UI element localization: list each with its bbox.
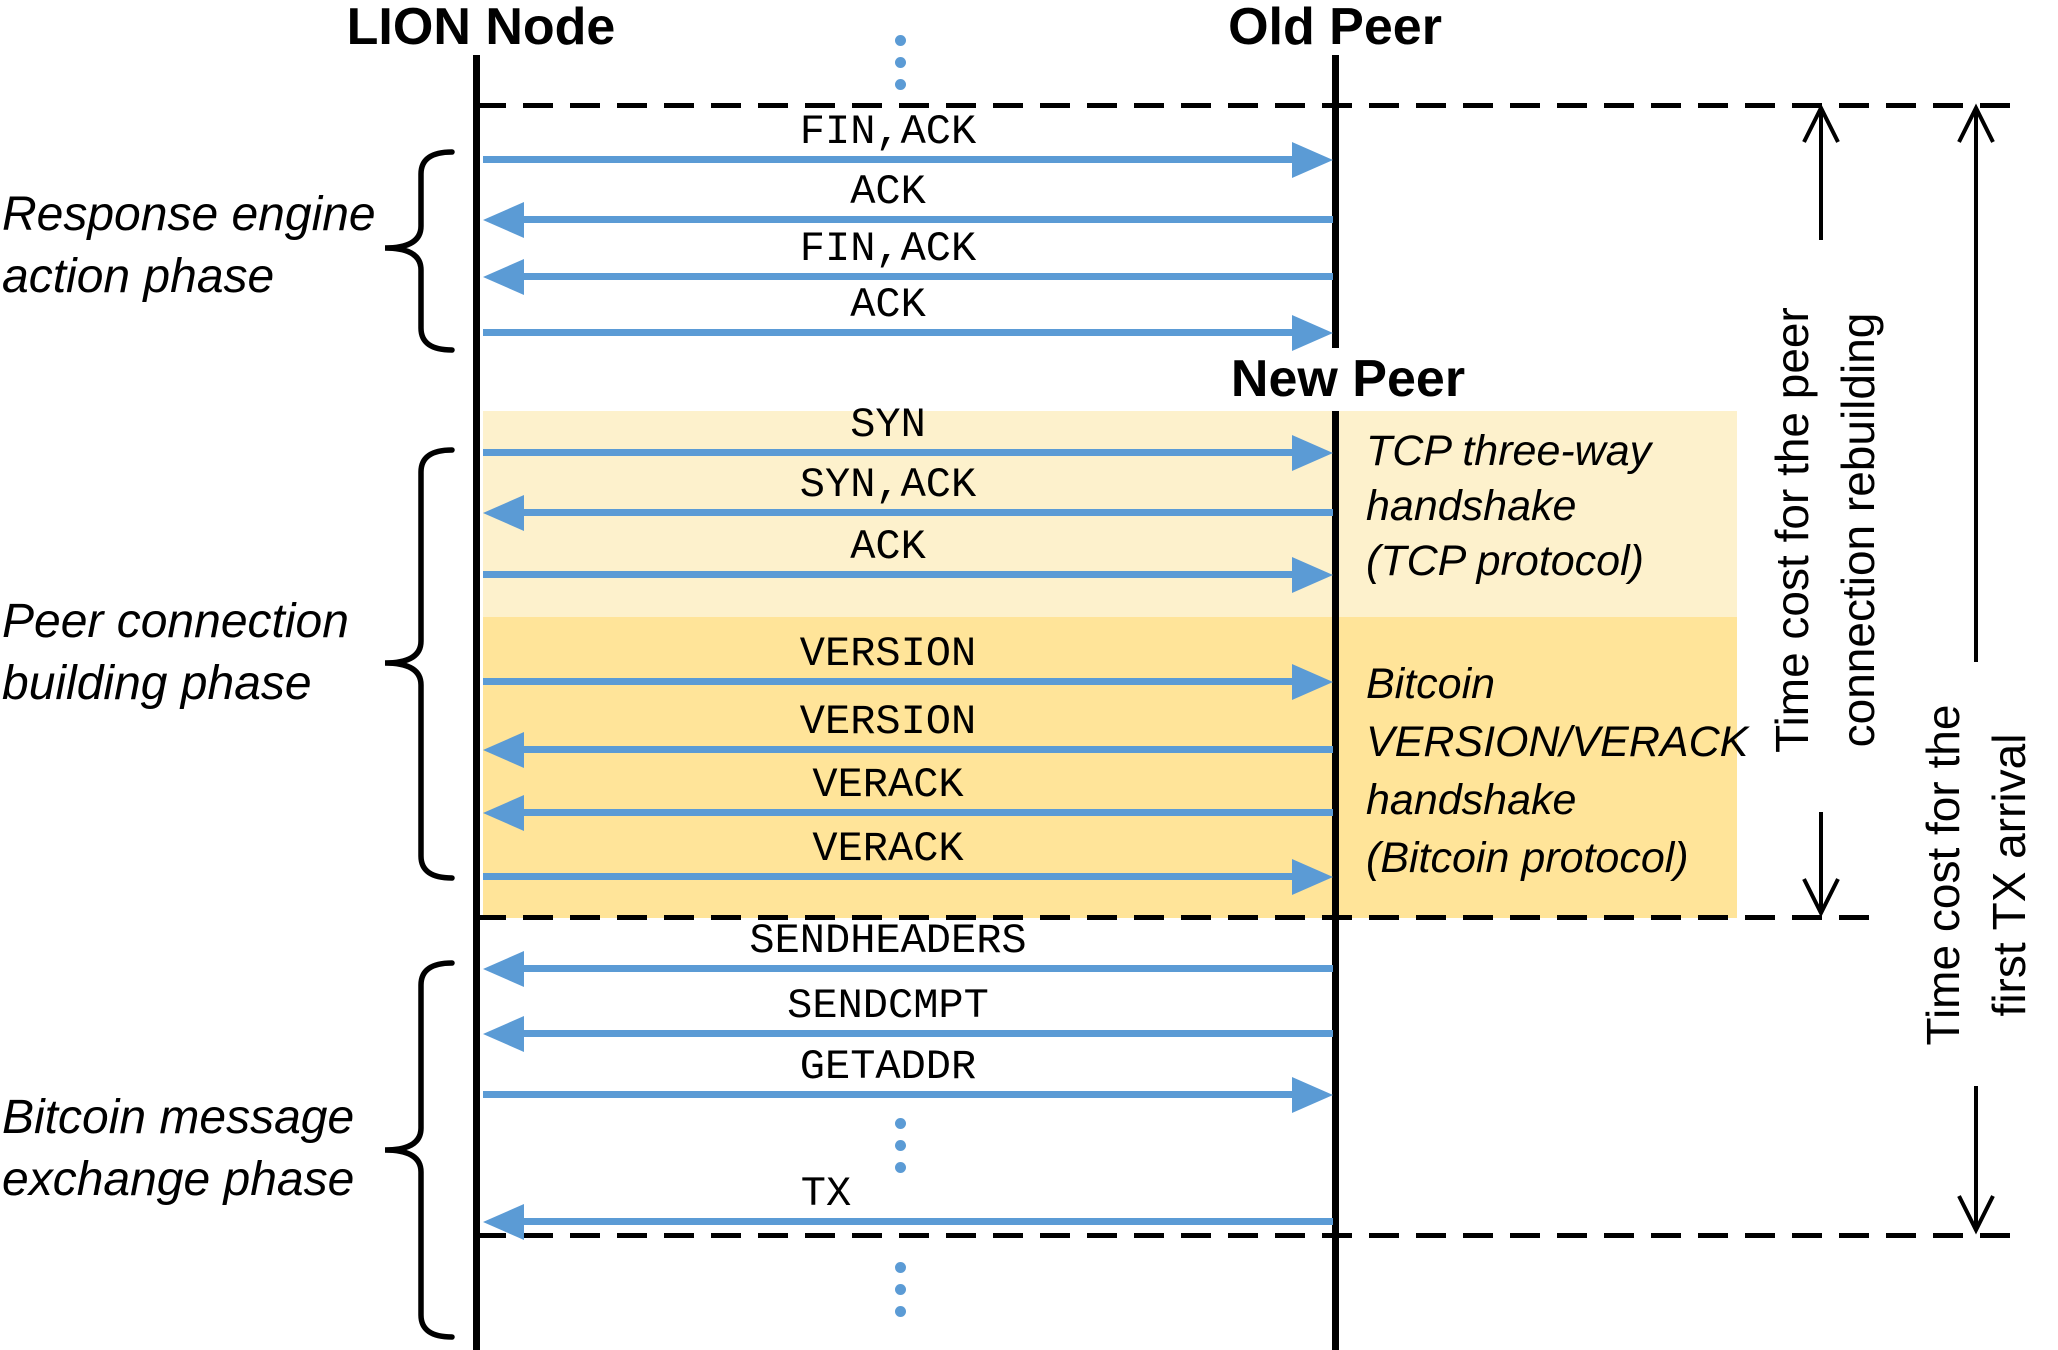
message-label: VERACK <box>812 761 964 809</box>
old-peer-lifeline <box>1332 55 1339 348</box>
message-label: GETADDR <box>799 1043 977 1091</box>
phase-label-line: exchange phase <box>2 1153 355 1206</box>
brace-building-phase <box>384 447 455 881</box>
bitcoin-handshake-note: Bitcoin VERSION/VERACK handshake (Bitcoi… <box>1366 655 1748 887</box>
phase-label-line: building phase <box>2 657 312 710</box>
top-time-separator <box>476 103 2022 108</box>
lion-node-lifeline <box>473 55 480 1350</box>
actor-new-peer: New Peer <box>1230 350 1466 408</box>
note-line: (Bitcoin protocol) <box>1366 834 1689 882</box>
message-label: ACK <box>850 168 926 216</box>
message-label: ACK <box>850 523 926 571</box>
arrow-up-icon <box>1802 103 1840 143</box>
bottom-time-separator <box>476 1233 2022 1238</box>
note-line: handshake <box>1366 482 1577 530</box>
arrowhead-right-icon <box>1292 315 1333 351</box>
phase-label-line: Response engine <box>2 188 376 241</box>
arrowhead-right-icon <box>1292 1077 1333 1113</box>
note-line: VERSION/VERACK <box>1366 718 1749 766</box>
message-label: ACK <box>850 281 926 329</box>
actor-lion-node: LION Node <box>346 0 616 56</box>
arrowhead-left-icon <box>483 732 524 768</box>
message-label: TX <box>800 1170 852 1218</box>
ellipsis-icon <box>895 35 906 90</box>
bitcoin-handshake-band <box>483 617 1737 918</box>
note-line: TCP three-way <box>1366 427 1652 475</box>
ellipsis-icon <box>895 1262 906 1317</box>
actor-old-peer: Old Peer <box>1228 0 1442 56</box>
arrowhead-right-icon <box>1292 142 1333 178</box>
arrowhead-left-icon <box>483 795 524 831</box>
arrowhead-right-icon <box>1292 435 1333 471</box>
note-line: Bitcoin <box>1366 660 1496 708</box>
message-label: SENDCMPT <box>787 982 989 1030</box>
arrowhead-right-icon <box>1292 557 1333 593</box>
message-label: SENDHEADERS <box>749 917 1027 965</box>
message-label: SYN,ACK <box>799 461 977 509</box>
arrowhead-left-icon <box>483 951 524 987</box>
message-label: SYN <box>850 401 926 449</box>
phase-label-response-engine: Response engine action phase <box>2 184 376 308</box>
arrow-up-icon <box>1957 103 1995 143</box>
note-line: (TCP protocol) <box>1366 537 1644 585</box>
ellipsis-icon <box>895 1118 906 1173</box>
middle-time-separator <box>476 915 1872 920</box>
note-line: handshake <box>1366 776 1577 824</box>
brace-response-phase <box>384 149 455 353</box>
arrowhead-right-icon <box>1292 664 1333 700</box>
message-label: VERSION <box>799 630 977 678</box>
arrowhead-left-icon <box>483 1016 524 1052</box>
message-label: FIN,ACK <box>799 108 977 156</box>
phase-label-line: Bitcoin message <box>2 1091 355 1144</box>
arrowhead-left-icon <box>483 202 524 238</box>
phase-label-line: action phase <box>2 250 275 303</box>
message-label: VERSION <box>799 698 977 746</box>
brace-exchange-phase <box>384 960 455 1340</box>
tcp-handshake-note: TCP three-way handshake (TCP protocol) <box>1366 424 1651 589</box>
arrow-down-icon <box>1802 878 1840 918</box>
new-peer-lifeline <box>1332 411 1339 1350</box>
message-label: FIN,ACK <box>799 225 977 273</box>
arrowhead-left-icon <box>483 495 524 531</box>
phase-label-line: Peer connection <box>2 595 349 648</box>
message-label: VERACK <box>812 825 964 873</box>
arrowhead-right-icon <box>1292 859 1333 895</box>
phase-label-bitcoin-message: Bitcoin message exchange phase <box>2 1087 354 1211</box>
arrow-down-icon <box>1957 1195 1995 1235</box>
phase-label-peer-connection: Peer connection building phase <box>2 591 349 715</box>
arrowhead-left-icon <box>483 259 524 295</box>
arrowhead-left-icon <box>483 1204 524 1240</box>
